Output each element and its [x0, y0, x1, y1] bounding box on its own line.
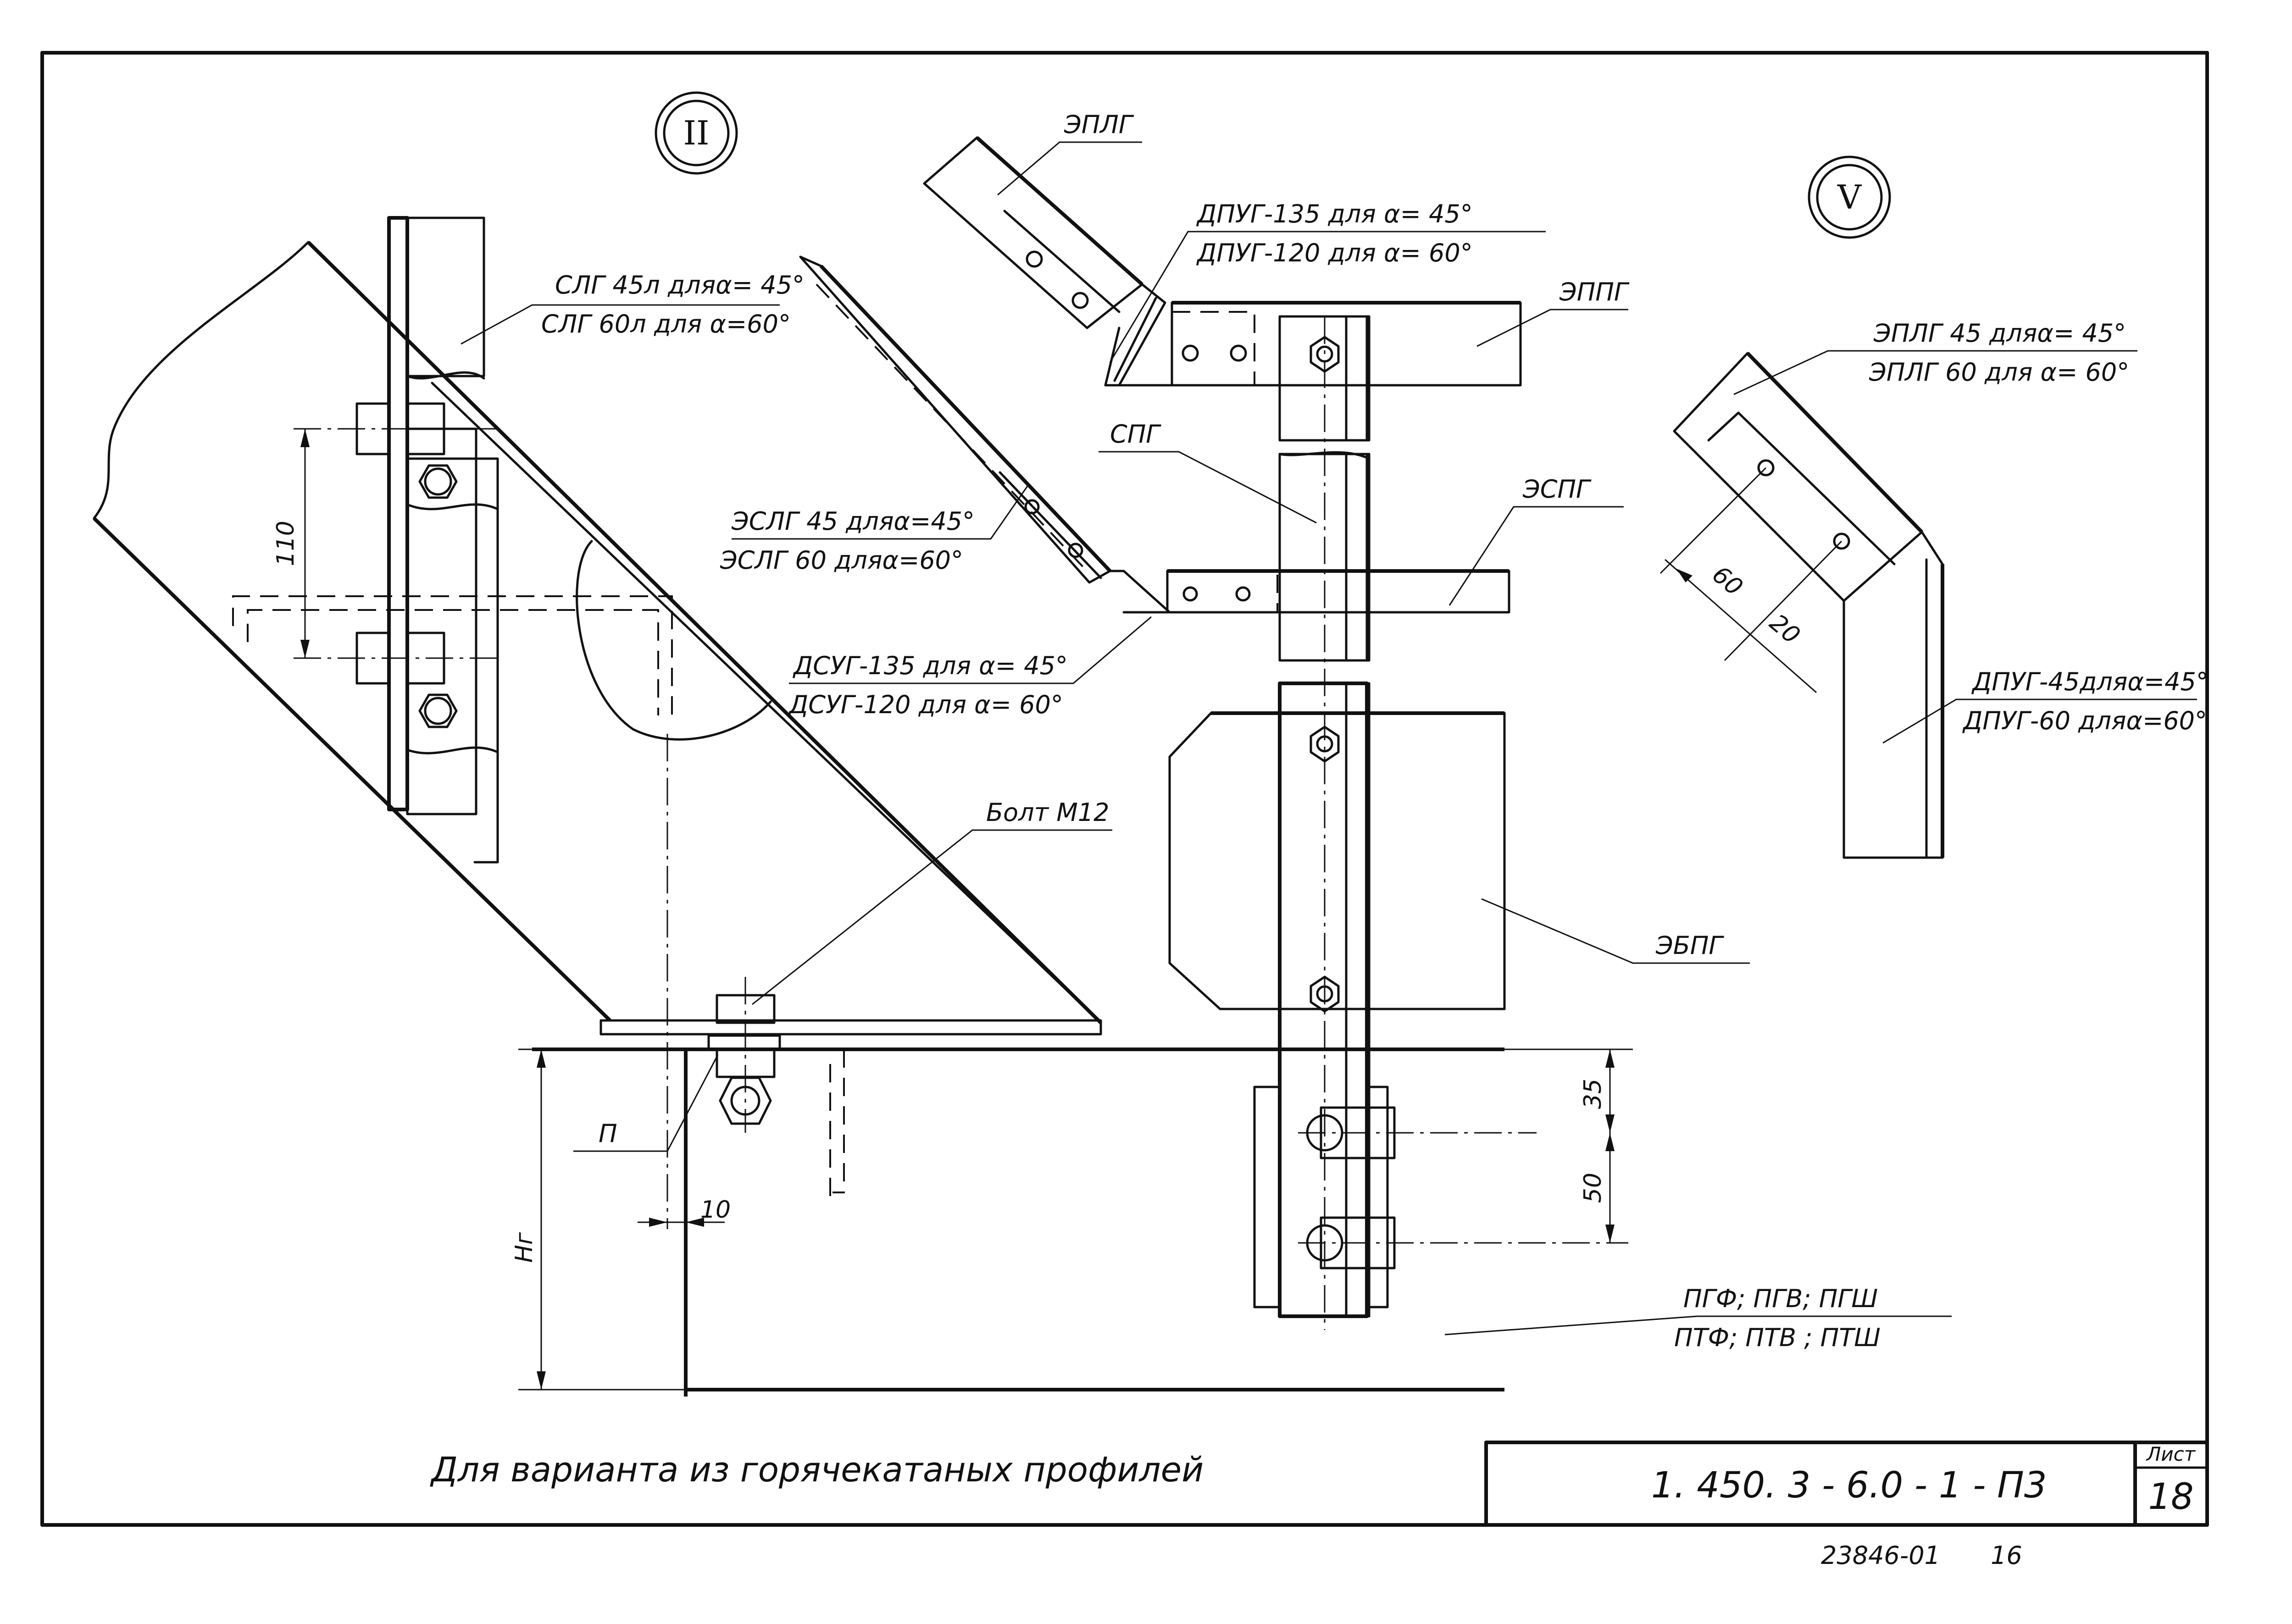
label-eplg-45: ЭПЛГ 45 дляα= 45°	[1873, 319, 2126, 348]
view-label-v: V	[1837, 178, 1862, 216]
footer-page: 16	[1991, 1541, 2022, 1570]
dim-60: 60	[1707, 561, 1748, 601]
bolt-clamp-lower	[1298, 1216, 1628, 1269]
label-dpug-135: ДПУГ-135 для α= 45°	[1196, 200, 1473, 228]
view-marker-ii	[655, 91, 738, 175]
label-dsug-135: ДСУГ-135 для α= 45°	[793, 651, 1068, 680]
label-dpug-120: ДПУГ-120 для α= 60°	[1196, 238, 1473, 267]
title-block	[1484, 1441, 2209, 1527]
label-slg-45: СЛГ 45л дляα= 45°	[555, 271, 805, 299]
label-profiles-pg: ПГФ; ПГВ; ПГШ	[1683, 1284, 1878, 1313]
dim-110: 110	[272, 521, 300, 566]
view-label-ii: II	[683, 114, 710, 152]
label-bolt: Болт М12	[986, 798, 1110, 827]
detail-ii: 110 10 Нг	[93, 216, 1504, 1397]
leader-lines	[461, 141, 2197, 1336]
detail-v: 60 20	[1659, 352, 1944, 859]
view-marker-v	[1808, 155, 1891, 239]
drawing-caption: Для варианта из горячекатаных профилей	[430, 1450, 1204, 1490]
label-eslg-60: ЭСЛГ 60 дляα=60°	[720, 546, 963, 575]
detail-center: 35 50	[799, 136, 1633, 1330]
bolt-base	[707, 977, 781, 1133]
label-dpug-60: ДПУГ-60 дляα=60°	[1962, 706, 2207, 735]
label-eslg-45: ЭСЛГ 45 дляα=45°	[731, 507, 975, 536]
label-ebpg: ЭБПГ	[1655, 931, 1724, 960]
label-slg-60: СЛГ 60л для α=60°	[541, 310, 791, 338]
sheet-frame	[40, 51, 2209, 1527]
dim-20: 20	[1764, 609, 1805, 649]
dim-10: 10	[700, 1196, 731, 1224]
label-eplg-60: ЭПЛГ 60 для α= 60°	[1869, 358, 2129, 387]
drawing-code: 1. 450. 3 - 6.0 - 1 - П3	[1651, 1465, 2047, 1506]
label-profiles-pt: ПТФ; ПТВ ; ПТШ	[1674, 1323, 1881, 1352]
label-eppg: ЭППГ	[1559, 277, 1630, 306]
label-dpug-45: ДПУГ-45дляα=45°	[1971, 667, 2209, 696]
bolt-clamp-upper	[1298, 1106, 1537, 1159]
label-eplg-top: ЭПЛГ	[1064, 110, 1134, 139]
label-espg: ЭСПГ	[1522, 475, 1592, 504]
label-p: П	[599, 1119, 617, 1148]
footer-stamp: 23846-01	[1821, 1541, 1940, 1570]
dim-hn: Нг	[511, 1232, 538, 1263]
sheet-number: 18	[2148, 1476, 2193, 1518]
label-dsug-120: ДСУГ-120 для α= 60°	[788, 690, 1063, 719]
sheet-label: Лист	[2146, 1443, 2196, 1465]
label-spg: СПГ	[1110, 420, 1161, 449]
dim-35: 35	[1579, 1079, 1607, 1109]
dim-50: 50	[1579, 1173, 1607, 1203]
